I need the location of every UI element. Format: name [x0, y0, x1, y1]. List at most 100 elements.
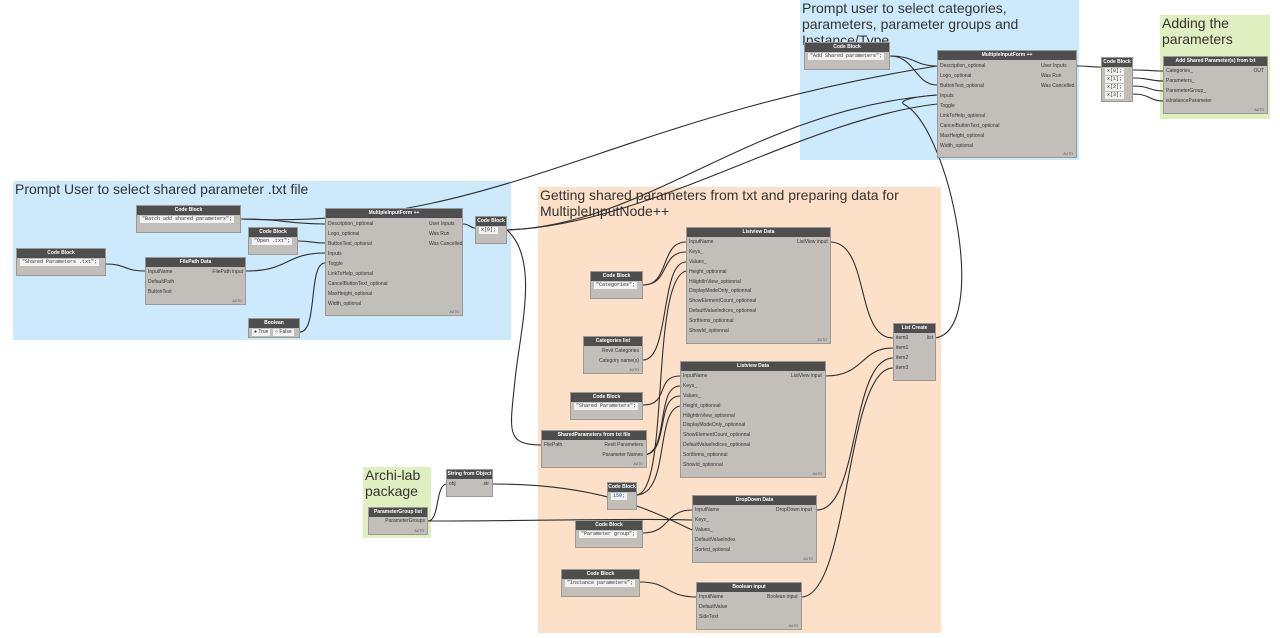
input-port[interactable]: Keys_	[695, 517, 709, 523]
code-line[interactable]: x[1];	[1105, 76, 1125, 83]
dropdown-data-node[interactable]: DropDown Data InputName Keys_ Values_ De…	[692, 495, 817, 563]
input-port[interactable]: DefaultValue	[699, 604, 728, 610]
input-port[interactable]: Height_optionnal	[689, 269, 727, 275]
input-port[interactable]: Toggle	[328, 261, 343, 267]
input-port[interactable]: MaxHeight_optional	[940, 133, 985, 139]
output-port[interactable]: Was Cancelled	[429, 241, 463, 247]
code-block-parameter-group[interactable]: Code Block "Parameter group";	[575, 520, 643, 548]
input-port[interactable]: FilePath	[544, 442, 563, 448]
code-text[interactable]: "Categories";	[594, 282, 638, 289]
code-block-shared-txt[interactable]: Code Block "Shared Parameters .txt";	[16, 248, 106, 276]
output-port[interactable]: list	[926, 335, 933, 341]
input-port[interactable]: Inputs	[940, 93, 954, 99]
input-port[interactable]: InputName	[683, 373, 708, 379]
false-radio[interactable]: ○ False	[273, 329, 294, 336]
input-port[interactable]: Keys_	[689, 249, 703, 255]
code-block-categories[interactable]: Code Block "Categories";	[590, 271, 643, 299]
input-port[interactable]: Height_optionnal	[683, 403, 721, 409]
code-block-open[interactable]: Code Block "Open .txt";	[248, 227, 298, 255]
input-port[interactable]: DefaultValueIndices_optionnal	[689, 308, 757, 314]
code-text[interactable]: 150;	[611, 493, 628, 500]
multiple-input-form-node[interactable]: MultipleInputForm ++ Description_optiona…	[325, 208, 463, 316]
output-port[interactable]: DropDown input	[776, 507, 812, 513]
output-port[interactable]: Was Run	[1041, 73, 1062, 79]
code-line[interactable]: x[2];	[1105, 84, 1125, 91]
input-port[interactable]: DisplayModeOnly_optionnal	[689, 288, 752, 294]
boolean-input-node[interactable]: Boolean input InputName DefaultValue Sid…	[696, 582, 802, 630]
input-port[interactable]: Width_optional	[328, 301, 362, 307]
input-port[interactable]: item3	[896, 365, 909, 371]
code-block-indices[interactable]: Code Block x[0]; x[1]; x[2]; x[3];	[1101, 57, 1133, 102]
code-block-instance[interactable]: Code Block "Instance parameters";	[561, 569, 640, 597]
input-port[interactable]: DisplayModeOnly_optionnal	[683, 422, 746, 428]
code-text[interactable]: "Shared Parameters .txt";	[20, 259, 100, 266]
input-port[interactable]: item0	[896, 335, 909, 341]
input-port[interactable]: ButtonText	[148, 289, 172, 295]
output-port[interactable]: Was Run	[429, 231, 450, 237]
input-port[interactable]: item2	[896, 355, 909, 361]
output-port[interactable]: FilePath input	[212, 269, 243, 275]
code-text[interactable]: "Instance parameters";	[565, 580, 636, 587]
input-port[interactable]: ShowId_optionnal	[689, 328, 729, 334]
input-port[interactable]: Inputs	[328, 251, 342, 257]
input-port[interactable]: ButtonText_optional	[328, 241, 372, 247]
listview-data-node-2[interactable]: Listview Data InputName Keys_ Values_ He…	[680, 361, 826, 478]
input-port[interactable]: SideText	[699, 614, 719, 620]
input-port[interactable]: ShowElementCount_optionnal	[689, 298, 757, 304]
input-port[interactable]: InputName	[689, 239, 714, 245]
input-port[interactable]: Parameters_	[1166, 78, 1195, 84]
filepath-data-node[interactable]: FilePath Data InputName DefaultPath Butt…	[145, 257, 246, 305]
list-create-node[interactable]: List Create item0 item1 item2 item3 list	[893, 323, 936, 381]
input-port[interactable]: CancelButtonText_optional	[328, 281, 388, 287]
output-port[interactable]: User Inputs	[1041, 63, 1067, 69]
input-port[interactable]: Toggle	[940, 103, 955, 109]
code-line[interactable]: x[0];	[1105, 68, 1125, 75]
output-port[interactable]: Category name(s)	[598, 358, 639, 364]
input-port[interactable]: LinkToHelp_optional	[328, 271, 374, 277]
input-port[interactable]: Logo_optional	[328, 231, 360, 237]
output-port[interactable]: ListView input	[797, 239, 828, 245]
input-port[interactable]: Values_	[683, 393, 701, 399]
output-port[interactable]: OUT	[1253, 68, 1264, 74]
input-port[interactable]: isInstanceParameter	[1166, 98, 1212, 104]
input-port[interactable]: CancelButtonText_optional	[940, 123, 1000, 129]
boolean-node[interactable]: Boolean ● True ○ False	[248, 318, 300, 338]
input-port[interactable]: MaxHeight_optional	[328, 291, 373, 297]
code-text[interactable]: x[0];	[479, 227, 499, 234]
string-from-object-node[interactable]: String from Object obj str	[446, 469, 493, 497]
input-port[interactable]: Sorted_optional	[695, 547, 731, 553]
output-port[interactable]: Revit Parameters	[604, 442, 643, 448]
code-text[interactable]: "Add Shared parameters";	[808, 53, 885, 60]
output-port[interactable]: User Inputs	[429, 221, 455, 227]
input-port[interactable]: DefaultPath	[148, 279, 175, 285]
true-radio[interactable]: ● True	[252, 329, 271, 336]
input-port[interactable]: SortItems_optionnal	[683, 452, 728, 458]
output-port[interactable]: Parameter Names	[602, 452, 643, 458]
input-port[interactable]: Description_optional	[328, 221, 374, 227]
input-port[interactable]: Values_	[689, 259, 707, 265]
output-port[interactable]: ListView input	[791, 373, 822, 379]
input-port[interactable]: Description_optional	[940, 63, 986, 69]
output-port[interactable]: Boolean input	[767, 594, 798, 600]
input-port[interactable]: ShowId_optionnal	[683, 462, 723, 468]
input-port[interactable]: ButtonText_optional	[940, 83, 984, 89]
input-port[interactable]: DefaultValueIndex	[695, 537, 736, 543]
add-shared-parameters-node[interactable]: Add Shared Parameter(s) from txt Categor…	[1163, 56, 1268, 114]
input-port[interactable]: DefaultValueIndices_optionnal	[683, 442, 751, 448]
input-port[interactable]: Logo_optional	[940, 73, 972, 79]
code-text[interactable]: "Open .txt";	[252, 238, 293, 245]
code-text[interactable]: "Shared Parameters";	[574, 403, 639, 410]
input-port[interactable]: HilightInView_optionnal	[683, 413, 735, 419]
input-port[interactable]: HilightInView_optionnal	[689, 279, 741, 285]
code-block-x0[interactable]: Code Block x[0];	[475, 216, 507, 244]
input-port[interactable]: InputName	[695, 507, 720, 513]
code-block-150[interactable]: Code Block 150;	[607, 482, 637, 510]
input-port[interactable]: Keys_	[683, 383, 697, 389]
parameter-group-list-node[interactable]: ParameterGroup list ParameterGroups AUTO	[368, 507, 428, 535]
input-port[interactable]: ShowElementCount_optionnal	[683, 432, 751, 438]
input-port[interactable]: item1	[896, 345, 909, 351]
output-port[interactable]: Was Cancelled	[1041, 83, 1075, 89]
input-port[interactable]: Width_optional	[940, 143, 974, 149]
listview-data-node[interactable]: Listview Data InputName Keys_ Values_ He…	[686, 227, 831, 344]
output-port[interactable]: Revit Categories	[602, 348, 639, 354]
